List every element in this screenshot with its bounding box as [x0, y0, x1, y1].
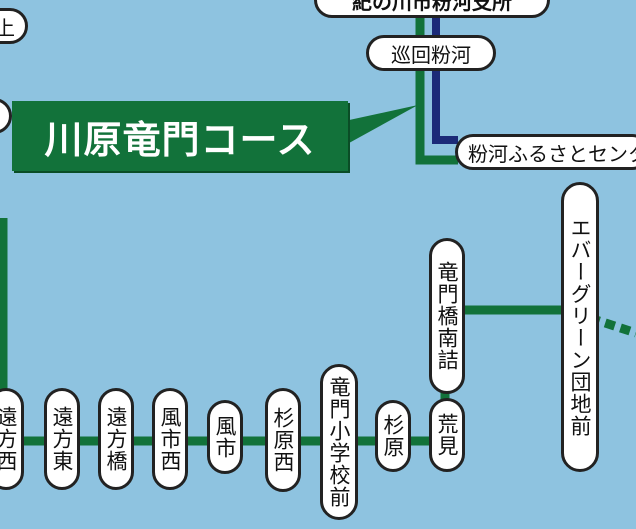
stop-evergreen: エバーグリーン団地前 — [561, 182, 599, 472]
stop-arami: 荒見 — [429, 398, 465, 472]
course-label-pointer — [340, 105, 418, 148]
stop-partial-left: 上 — [0, 8, 28, 44]
stop-ryumon-shogakko: 竜門小学校前 — [320, 364, 358, 520]
course-label: 川原竜門コース — [12, 101, 348, 171]
stop-junkai-kokawa: 巡回粉河 — [366, 35, 496, 71]
stop-tokata-nishi: 遠方西 — [0, 388, 24, 490]
stop-kazaichi: 風市 — [207, 400, 243, 474]
stop-kokawa-furusato: 粉河ふるさとセンタ — [455, 134, 636, 170]
stop-sugihara-nishi: 杉原西 — [265, 388, 301, 492]
stop-ryumonbashi-minamizume: 竜門橋南詰 — [429, 238, 465, 394]
stop-sugihara: 杉原 — [375, 400, 411, 472]
stop-tokata-higashi: 遠方東 — [44, 388, 80, 490]
stop-tokatabashi: 遠方橋 — [98, 388, 134, 490]
stop-kazaichi-nishi: 風市西 — [152, 388, 188, 490]
stop-partial-top: 紀の川市粉河支所 — [314, 0, 550, 18]
